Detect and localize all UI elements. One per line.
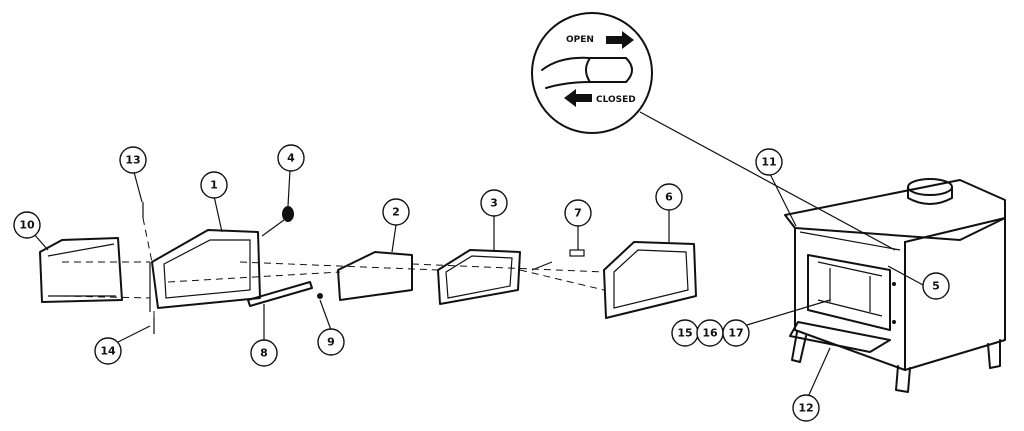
svg-text:6: 6 bbox=[665, 191, 673, 204]
callout-4: 4 bbox=[277, 144, 305, 172]
part-1-door-frame bbox=[151, 229, 261, 309]
damper-rod-bottom bbox=[545, 81, 627, 89]
svg-text:7: 7 bbox=[574, 207, 582, 220]
zoom-leader-line bbox=[639, 111, 896, 251]
closed-arrow-icon bbox=[564, 89, 592, 107]
svg-text:2: 2 bbox=[392, 206, 400, 219]
svg-text:10: 10 bbox=[19, 219, 35, 232]
open-label: OPEN bbox=[566, 35, 594, 45]
callout-13: 13 bbox=[119, 146, 147, 174]
callout-10: 10 bbox=[13, 211, 41, 239]
part-4-knob bbox=[282, 206, 294, 222]
leg-front-right bbox=[895, 365, 911, 393]
open-arrow-icon bbox=[606, 31, 634, 49]
callout-14: 14 bbox=[94, 337, 122, 365]
part-7-clip bbox=[569, 249, 585, 257]
part-9-screw bbox=[317, 293, 323, 299]
svg-text:4: 4 bbox=[287, 152, 295, 165]
svg-text:13: 13 bbox=[125, 154, 140, 167]
hinge-pin-bottom bbox=[892, 320, 896, 324]
callout-1: 1 bbox=[200, 171, 228, 199]
svg-text:14: 14 bbox=[100, 345, 116, 358]
callout-7: 7 bbox=[564, 199, 592, 227]
stove-body bbox=[784, 178, 1006, 393]
stove-side-face bbox=[904, 217, 1006, 371]
part-3-inner bbox=[445, 255, 513, 299]
part-3-glass-frame bbox=[437, 249, 521, 305]
bolt-alignment bbox=[142, 217, 155, 318]
damper-rod-end bbox=[585, 57, 591, 83]
callout-6: 6 bbox=[655, 183, 683, 211]
callout-11: 11 bbox=[755, 148, 783, 176]
svg-text:17: 17 bbox=[728, 327, 743, 340]
part-8-latch-bar bbox=[247, 281, 313, 307]
firebox-interior bbox=[817, 261, 883, 317]
callout-3: 3 bbox=[480, 189, 508, 217]
damper-rod-top bbox=[541, 56, 627, 71]
svg-text:15: 15 bbox=[677, 327, 692, 340]
callout-16: 16 bbox=[696, 319, 724, 347]
part-6-inner bbox=[613, 249, 689, 309]
leg-back-right bbox=[987, 339, 1001, 369]
part-1-door-inner bbox=[163, 239, 251, 299]
flue-collar-side bbox=[907, 186, 953, 205]
damper-zoom-detail: OPEN CLOSED bbox=[531, 12, 896, 251]
svg-text:3: 3 bbox=[490, 197, 498, 210]
svg-text:11: 11 bbox=[761, 156, 776, 169]
part-6-gasket bbox=[603, 241, 697, 319]
firebox-opening bbox=[807, 254, 891, 331]
ash-lip bbox=[789, 321, 891, 353]
part-4-handle-shaft bbox=[261, 219, 285, 237]
part-10-detail bbox=[47, 243, 116, 297]
zoom-circle bbox=[531, 12, 653, 134]
alignment-lines bbox=[61, 261, 605, 299]
callout-9: 9 bbox=[317, 328, 345, 356]
leg-front-left bbox=[791, 331, 807, 363]
damper-rod-handle bbox=[625, 57, 633, 83]
svg-text:9: 9 bbox=[327, 336, 335, 349]
svg-text:1: 1 bbox=[210, 179, 218, 192]
stove-top bbox=[784, 179, 1006, 241]
callout-8: 8 bbox=[250, 339, 278, 367]
hinge-pin-top bbox=[892, 282, 896, 286]
svg-text:16: 16 bbox=[702, 327, 718, 340]
svg-text:12: 12 bbox=[798, 402, 813, 415]
part-10-glass-panel bbox=[39, 237, 123, 303]
closed-label: CLOSED bbox=[596, 95, 636, 105]
leader-lines bbox=[32, 169, 924, 398]
callout-5: 5 bbox=[922, 272, 950, 300]
callout-17: 17 bbox=[722, 319, 750, 347]
callout-15: 15 bbox=[671, 319, 699, 347]
svg-text:5: 5 bbox=[932, 280, 940, 293]
svg-text:8: 8 bbox=[260, 347, 268, 360]
stove-front-face bbox=[794, 227, 906, 371]
callout-12: 12 bbox=[792, 394, 820, 422]
callout-2: 2 bbox=[382, 198, 410, 226]
damper-bar bbox=[799, 231, 901, 251]
part-2-plate bbox=[337, 251, 413, 301]
